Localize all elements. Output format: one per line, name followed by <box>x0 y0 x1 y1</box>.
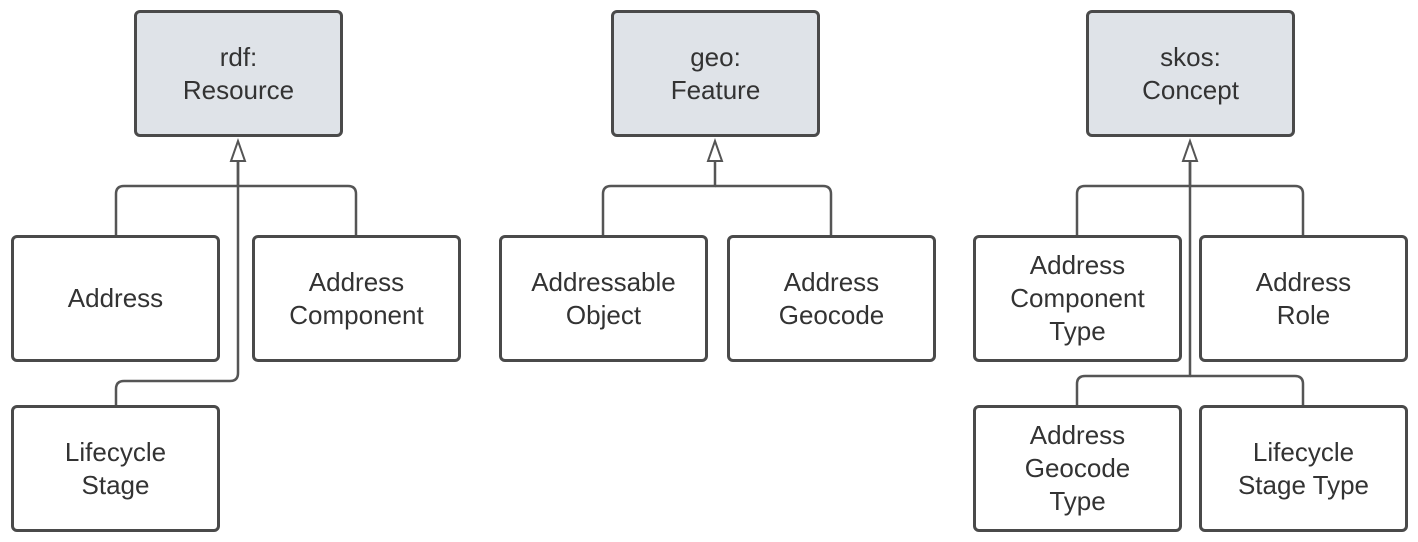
class-address-label: Address <box>67 283 164 313</box>
connector-lifecycle-stage-to-resource <box>114 160 240 406</box>
generalization-arrow-concept <box>1181 137 1199 162</box>
class-geo-feature: geo: Feature <box>611 10 820 137</box>
connector-lifecycle-stage-type-to-concept <box>1190 374 1305 406</box>
class-lifecycle-stage-label: Lifecycle Stage <box>64 436 167 500</box>
connector-address-component-type-to-concept <box>1075 160 1192 236</box>
connector-address-component-to-resource <box>238 184 358 236</box>
generalization-arrow-resource <box>229 137 247 162</box>
class-address-role-label: Address Role <box>1255 266 1352 330</box>
class-addressable-object: Addressable Object <box>499 235 708 362</box>
class-address-geocode-type-label: Address Geocode Type <box>1024 420 1131 516</box>
class-lifecycle-stage: Lifecycle Stage <box>11 405 220 532</box>
class-address-component-type-label: Address Component Type <box>1010 250 1145 346</box>
class-skos-concept-label: skos: Concept <box>1142 41 1239 105</box>
class-address-component: Address Component <box>252 235 461 362</box>
connector-address-role-to-concept <box>1190 184 1305 236</box>
connector-addressable-object-to-feature <box>601 160 717 236</box>
class-lifecycle-stage-type-label: Lifecycle Stage Type <box>1237 436 1370 500</box>
connector-address-geocode-to-feature <box>715 184 833 236</box>
class-address-component-label: Address Component <box>289 266 424 330</box>
class-lifecycle-stage-type: Lifecycle Stage Type <box>1199 405 1408 532</box>
class-address-geocode-type: Address Geocode Type <box>973 405 1182 532</box>
class-skos-concept: skos: Concept <box>1086 10 1295 137</box>
class-address: Address <box>11 235 220 362</box>
class-geo-feature-label: geo: Feature <box>670 41 761 105</box>
class-addressable-object-label: Addressable Object <box>531 266 676 330</box>
class-address-component-type: Address Component Type <box>973 235 1182 362</box>
class-address-geocode: Address Geocode <box>727 235 936 362</box>
class-rdf-resource: rdf: Resource <box>134 10 343 137</box>
connector-address-to-resource <box>114 160 240 236</box>
class-rdf-resource-label: rdf: Resource <box>182 41 295 105</box>
generalization-arrow-feature <box>706 137 724 162</box>
class-address-role: Address Role <box>1199 235 1408 362</box>
class-address-geocode-label: Address Geocode <box>778 266 885 330</box>
connector-address-geocode-type-to-concept <box>1075 160 1192 406</box>
